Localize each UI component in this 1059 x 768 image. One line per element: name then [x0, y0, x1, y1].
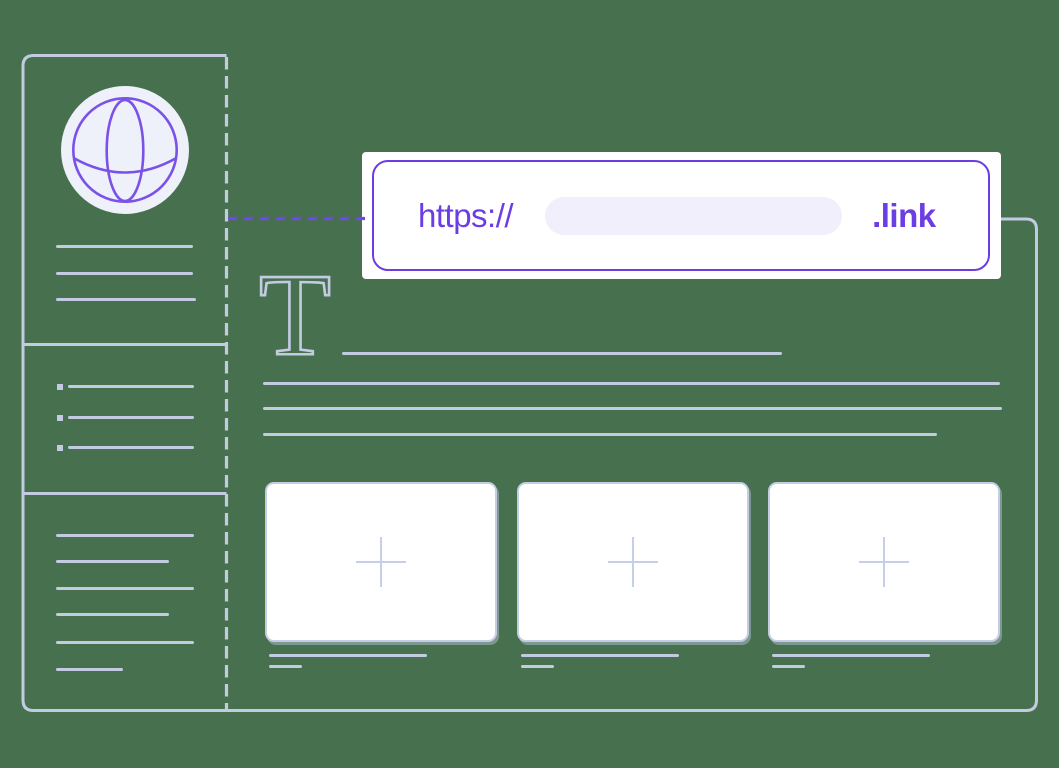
tld-label: .link	[872, 196, 936, 234]
sidebar-text-line	[56, 298, 196, 301]
bullet-square-icon	[57, 384, 63, 390]
sidebar-text-line	[56, 534, 194, 537]
image-placeholder-card[interactable]	[517, 482, 749, 642]
sidebar-text-line	[56, 272, 193, 275]
plus-icon	[356, 537, 406, 587]
caption-placeholder-line	[772, 665, 805, 668]
sidebar-text-line	[56, 668, 123, 671]
plus-icon	[608, 537, 658, 587]
sidebar-text-line	[56, 641, 194, 644]
caption-placeholder-line	[269, 665, 302, 668]
sidebar-list-item-line	[68, 446, 194, 449]
caption-placeholder-line	[269, 654, 427, 657]
sidebar-text-line	[56, 560, 169, 563]
caption-placeholder-line	[521, 665, 554, 668]
url-bar: https:// .link	[372, 160, 990, 271]
text-tool-glyph: T	[259, 249, 331, 380]
globe-icon-drawing	[71, 96, 179, 204]
caption-placeholder-line	[772, 654, 930, 657]
domain-input[interactable]	[545, 196, 843, 235]
sidebar-list-item-line	[68, 385, 194, 388]
paragraph-placeholder-line	[263, 407, 1002, 410]
plus-icon	[859, 537, 909, 587]
globe-icon	[61, 86, 189, 214]
text-tool-glyph-svg: T	[258, 248, 333, 382]
paragraph-placeholder-line	[263, 433, 937, 436]
title-placeholder-line	[342, 352, 782, 355]
paragraph-placeholder-line	[263, 382, 1000, 385]
sidebar-text-line	[56, 245, 193, 248]
sidebar-divider-lines	[23, 343, 227, 495]
text-tool-icon: T	[255, 248, 350, 382]
bullet-square-icon	[57, 415, 63, 421]
bullet-square-icon	[57, 445, 63, 451]
url-protocol-label: https://	[418, 196, 514, 234]
page-outline-path	[21, 54, 1038, 712]
sidebar-text-line	[56, 613, 169, 616]
url-bar-card: https:// .link	[362, 152, 1001, 279]
sidebar-text-line	[56, 587, 194, 590]
caption-placeholder-line	[521, 654, 679, 657]
image-placeholder-card[interactable]	[768, 482, 1000, 642]
sidebar-list-item-line	[68, 416, 194, 419]
image-placeholder-card[interactable]	[265, 482, 497, 642]
